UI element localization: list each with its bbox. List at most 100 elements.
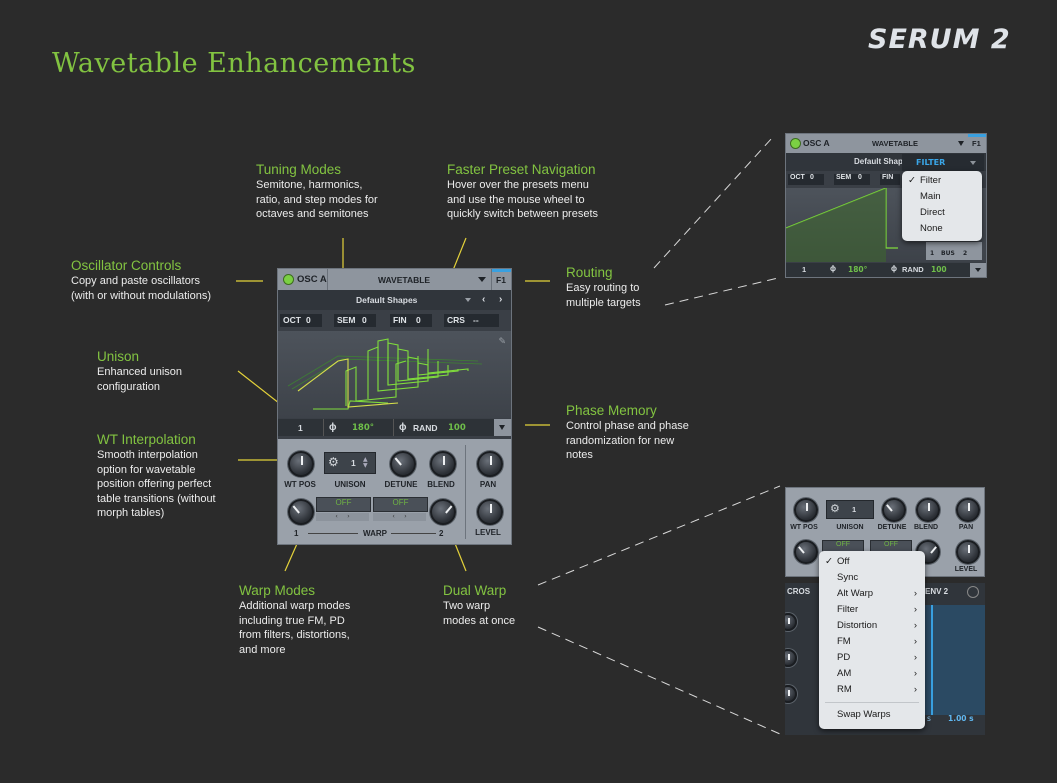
warp-b-mode[interactable]: OFF xyxy=(373,497,428,512)
wt-pos-knob[interactable] xyxy=(794,498,818,522)
phase-dropdown[interactable] xyxy=(494,419,511,436)
blend-knob[interactable] xyxy=(430,451,456,477)
dropdown-arrow-icon[interactable] xyxy=(478,277,486,282)
annotation-heading: Warp Modes xyxy=(239,583,316,598)
bus-selector[interactable]: 1 BUS 2 xyxy=(926,242,982,260)
bus-2-label: 2 xyxy=(963,250,968,257)
filter-route-tab[interactable]: F1 xyxy=(496,275,506,285)
gear-icon[interactable]: ⚙ xyxy=(830,502,840,515)
routing-menu-item[interactable]: ✓Filter xyxy=(908,175,942,186)
routing-menu: ✓Filter Main Direct None xyxy=(902,171,982,241)
fin-field[interactable]: FIN xyxy=(880,174,900,185)
unison-stepper[interactable]: ⚙ 1 xyxy=(826,500,874,519)
warp-1-knob[interactable] xyxy=(288,499,314,525)
osc-enable-led[interactable] xyxy=(283,274,294,285)
warp-menu-sync[interactable]: Sync xyxy=(837,572,859,583)
detune-knob[interactable] xyxy=(882,498,906,522)
preset-name[interactable]: Default Shape xyxy=(854,157,908,166)
warp-menu-swap[interactable]: Swap Warps xyxy=(837,709,891,720)
preset-name[interactable]: Default Shapes xyxy=(356,295,418,305)
warp-menu-off[interactable]: ✓Off xyxy=(825,556,850,567)
rand-label: RAND xyxy=(902,265,924,274)
next-preset-icon[interactable]: › xyxy=(499,294,503,305)
rand-phase-icon: ɸ xyxy=(891,264,897,273)
pan-knob[interactable] xyxy=(477,451,503,477)
chevron-down-icon xyxy=(499,425,505,430)
env-power-icon[interactable] xyxy=(967,586,979,598)
warp-b-arrows[interactable]: ‹ › xyxy=(373,513,426,521)
edit-pencil-icon[interactable]: ✎ xyxy=(498,337,506,347)
wavetable-display[interactable]: ✎ xyxy=(278,331,511,418)
warp-menu-fm[interactable]: FM› xyxy=(819,634,925,650)
crs-field[interactable]: CRS-- xyxy=(444,314,499,327)
page-title: Wavetable Enhancements xyxy=(52,48,416,79)
phase-value[interactable]: 1 xyxy=(802,265,807,274)
level-knob[interactable] xyxy=(956,540,980,564)
pan-knob[interactable] xyxy=(956,498,980,522)
annotation-heading: Tuning Modes xyxy=(256,162,342,177)
saw-wave-graphic xyxy=(786,187,898,262)
level-knob[interactable] xyxy=(477,499,503,525)
rand-value[interactable]: 100 xyxy=(931,265,947,274)
warp-menu-alt-warp[interactable]: Alt Warp› xyxy=(819,586,925,602)
osc-name[interactable]: OSC A xyxy=(297,274,327,285)
dropdown-arrow-icon[interactable] xyxy=(958,141,964,146)
routing-dropdown[interactable]: FILTER xyxy=(902,154,984,171)
pan-label: PAN xyxy=(479,480,497,489)
gear-icon[interactable]: ⚙ xyxy=(328,455,339,469)
unison-label: UNISON xyxy=(836,524,864,531)
blend-knob[interactable] xyxy=(916,498,940,522)
preset-menu-icon[interactable] xyxy=(465,298,471,302)
routing-menu-item[interactable]: Direct xyxy=(920,207,945,218)
mod-knob[interactable] xyxy=(785,685,797,703)
pan-label: PAN xyxy=(958,524,974,531)
mod-knob[interactable] xyxy=(785,613,797,631)
osc-header: OSC A WAVETABLE F1 xyxy=(278,269,511,290)
phase-value[interactable]: 1 xyxy=(298,423,303,433)
warp-menu-filter[interactable]: Filter› xyxy=(819,602,925,618)
routing-menu-item[interactable]: Main xyxy=(920,191,941,202)
phase-degrees[interactable]: 180° xyxy=(848,265,868,274)
env-time[interactable]: 1.00 s xyxy=(948,714,974,723)
unison-voices[interactable]: 1 xyxy=(852,505,857,514)
routing-menu-item[interactable]: None xyxy=(920,223,943,234)
phase-dropdown[interactable] xyxy=(970,263,986,277)
unison-voices[interactable]: 1 xyxy=(351,458,356,468)
env-graph[interactable] xyxy=(925,605,985,715)
mod-knob[interactable] xyxy=(785,649,797,667)
prev-preset-icon[interactable]: ‹ xyxy=(482,294,486,305)
osc-type-label[interactable]: WAVETABLE xyxy=(872,139,918,148)
warp-menu-pd[interactable]: PD› xyxy=(819,650,925,666)
warp-a-mode[interactable]: OFF xyxy=(316,497,371,512)
warp-menu-am[interactable]: AM› xyxy=(819,666,925,682)
warp-a-mode[interactable]: OFF xyxy=(822,540,864,553)
annotation-heading: Faster Preset Navigation xyxy=(447,162,596,177)
warp-1-knob[interactable] xyxy=(794,540,818,564)
warp-menu-distortion[interactable]: Distortion› xyxy=(819,618,925,634)
rand-value[interactable]: 100 xyxy=(448,423,466,433)
unison-stepper[interactable]: ⚙ 1 ▲▼ xyxy=(324,452,376,474)
phase-degrees[interactable]: 180° xyxy=(352,423,374,433)
osc-enable-led[interactable] xyxy=(790,138,801,149)
stepper-arrows-icon[interactable]: ▲▼ xyxy=(363,456,368,469)
route-tab[interactable]: F1 xyxy=(972,139,981,148)
warp-2-knob[interactable] xyxy=(430,499,456,525)
osc-name[interactable]: OSC A xyxy=(803,138,830,148)
warp-menu-rm[interactable]: RM› xyxy=(819,682,925,698)
osc-type-label[interactable]: WAVETABLE xyxy=(378,275,431,285)
cros-label: CROS xyxy=(787,587,811,596)
annotation-body: Semitone, harmonics,ratio, and step mode… xyxy=(256,179,378,220)
warp-a-arrows[interactable]: ‹ › xyxy=(316,513,369,521)
wt-pos-knob[interactable] xyxy=(288,451,314,477)
detune-knob[interactable] xyxy=(390,451,416,477)
